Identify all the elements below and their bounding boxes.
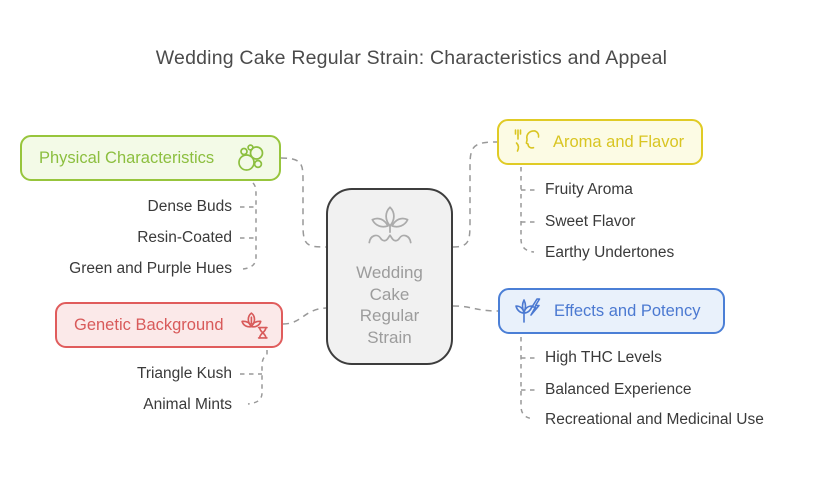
leaf-earthy-undertones: Earthy Undertones [545,244,675,261]
leaf-triangle-kush: Triangle Kush [136,365,232,382]
leaf-dense-buds: Dense Buds [147,198,232,215]
leaf-green-and-purple-hues: Green and Purple Hues [69,260,232,277]
center-line-3: Regular [359,306,420,325]
connector-center-effects [452,305,499,312]
node-aroma-and-flavor: Aroma and Flavor [497,119,703,165]
leaf-high-thc-levels: High THC Levels [545,349,662,366]
leaf-balanced-experience: Balanced Experience [545,381,692,398]
center-line-2: Cake [369,284,410,304]
leaf-resin-coated: Resin-Coated [137,229,232,246]
branch-line-physical [242,182,257,270]
plant-dna-icon [239,310,270,341]
sprout-icon [361,205,419,256]
node-physical-characteristics-label: Physical Characteristics [39,148,215,167]
page-title: Wedding Cake Regular Strain: Characteris… [155,47,668,69]
node-physical-characteristics: Physical Characteristics [20,135,281,181]
leaf-fruity-aroma: Fruity Aroma [545,181,633,198]
center-node-wedding-cake: Wedding Cake Regular Strain [326,188,453,365]
connector-physical-center [280,157,327,248]
center-node-label: Wedding Cake Regular Strain [356,262,423,348]
leaf-sweet-flavor: Sweet Flavor [545,213,636,230]
branch-line-aroma [520,167,535,253]
connector-genetic-center [282,307,327,325]
node-effects-and-potency-label: Effects and Potency [554,301,701,320]
node-effects-and-potency: Effects and Potency [498,288,725,334]
node-aroma-and-flavor-label: Aroma and Flavor [553,132,685,151]
center-line-4: Strain [367,327,412,347]
plant-bolt-icon [512,295,544,327]
branch-line-genetic [247,350,268,405]
connector-center-aroma [452,141,498,248]
center-line-1: Wedding [356,263,423,282]
buds-cluster-icon [234,141,268,175]
leaf-animal-mints: Animal Mints [143,396,232,413]
leaf-recreational-and-medicinal-use: Recreational and Medicinal Use [545,411,764,428]
taste-profile-icon [511,126,543,158]
node-genetic-background-label: Genetic Background [74,315,224,334]
node-genetic-background: Genetic Background [55,302,283,348]
branch-line-effects [520,337,535,420]
